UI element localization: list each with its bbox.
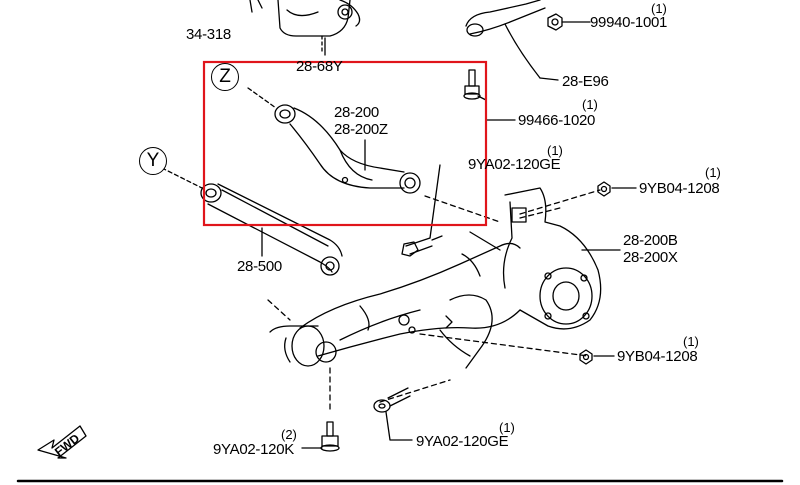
link-28e96 — [465, 0, 559, 81]
label-28-e96: 28-E96 — [562, 73, 609, 90]
nut-9yb04-bottom — [579, 349, 615, 365]
trailing-arm — [269, 231, 521, 369]
fwd-arrow — [37, 425, 87, 459]
label-99466-1020: 99466-1020 — [518, 112, 596, 129]
qty-99940: (1) — [651, 1, 667, 16]
label-9yb04-1208-bottom: 9YB04-1208 — [617, 348, 698, 365]
label-28-200x: 28-200X — [623, 249, 678, 266]
callout-z: Z — [211, 63, 239, 91]
upper-arm-28200 — [247, 87, 421, 194]
qty-99466: (1) — [582, 97, 598, 112]
centerlines — [267, 189, 601, 413]
label-9ya02-120ge-top: 9YA02-120GE — [468, 156, 561, 173]
bracket-top-left — [249, 0, 361, 56]
label-28-200b: 28-200B — [623, 232, 678, 249]
label-9ya02-120ge-bottom: 9YA02-120GE — [416, 433, 509, 450]
label-99940-1001: 99940-1001 — [590, 14, 668, 31]
label-34-318: 34-318 — [186, 26, 231, 43]
callout-y: Y — [139, 147, 167, 175]
bolt-99466 — [463, 69, 516, 121]
label-28-200z: 28-200Z — [334, 121, 388, 138]
qty-9ya02-120k: (2) — [281, 427, 297, 442]
bolt-9ya02-120k — [301, 421, 340, 452]
bolt-9ya02-lower — [373, 387, 413, 441]
label-28-500: 28-500 — [237, 258, 282, 275]
label-28-68y: 28-68Y — [296, 58, 343, 75]
nut-9yb04-top — [597, 181, 637, 197]
label-28-200: 28-200 — [334, 104, 379, 121]
label-9ya02-120k: 9YA02-120K — [213, 441, 294, 458]
label-9yb04-1208-top: 9YB04-1208 — [639, 180, 720, 197]
qty-9yb04-bottom: (1) — [683, 334, 699, 349]
nut-99940 — [547, 13, 591, 31]
highlight-box — [202, 60, 488, 227]
lower-arm-28500 — [161, 167, 343, 276]
qty-9ya02-bottom: (1) — [499, 420, 515, 435]
qty-9ya02-top: (1) — [547, 143, 563, 158]
knuckle-28200b — [502, 187, 621, 330]
qty-9yb04-top: (1) — [705, 165, 721, 180]
